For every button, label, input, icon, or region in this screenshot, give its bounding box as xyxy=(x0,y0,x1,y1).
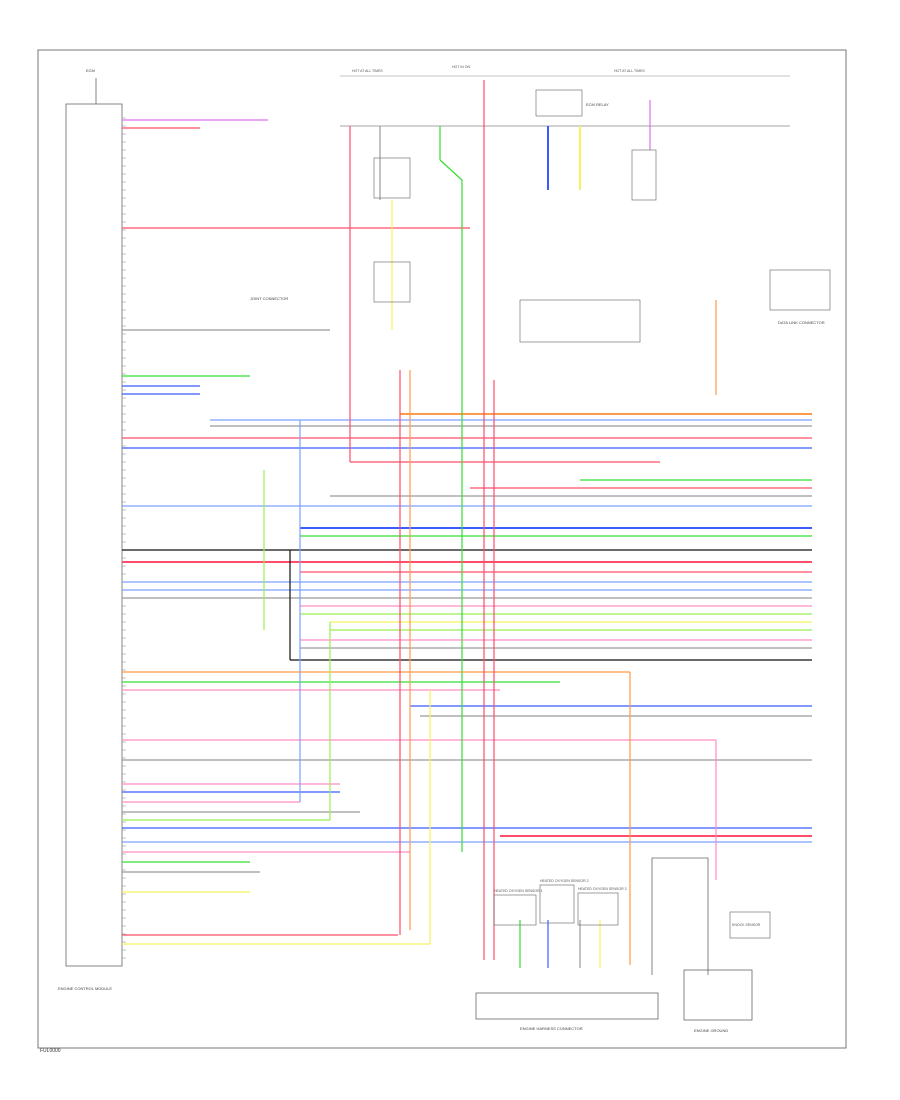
ecm-pin-ticks xyxy=(122,117,126,959)
bottom-right-label: ENGINE GROUND xyxy=(694,1028,728,1033)
top-label-3: HOT AT ALL TIMES xyxy=(614,69,645,73)
vertical-wires xyxy=(263,80,717,968)
ecm-label: ENGINE CONTROL MODULE xyxy=(58,986,112,991)
top-label-2: HOT IN ON xyxy=(452,65,470,69)
top-label-1: HOT AT ALL TIMES xyxy=(352,69,383,73)
relay-label: ECM RELAY xyxy=(586,102,609,107)
bottom-components: HEATED OXYGEN SENSOR 1 HEATED OXYGEN SEN… xyxy=(475,857,771,1033)
data-link-label: DATA LINK CONNECTOR xyxy=(778,320,825,325)
ecm-top-label: ECM xyxy=(86,68,95,73)
top-junction: HOT AT ALL TIMES HOT IN ON HOT AT ALL TI… xyxy=(340,65,790,127)
bottom-connector-label: ENGINE HARNESS CONNECTOR xyxy=(520,1026,583,1031)
knock-sensor-label: KNOCK SENSOR xyxy=(732,923,761,927)
bottom-box-1-label: HEATED OXYGEN SENSOR 1 xyxy=(494,889,543,893)
page-code: FUL0000 xyxy=(40,1048,61,1054)
joint-connector-label: JOINT CONNECTOR xyxy=(250,296,288,301)
top-components: ECM RELAY DATA LINK CONNECTOR JOINT CONN… xyxy=(250,89,831,343)
diagram-frame xyxy=(37,49,847,1049)
bottom-box-3-label: HEATED OXYGEN SENSOR 3 xyxy=(578,887,627,891)
horizontal-wires xyxy=(122,119,812,945)
engine-harness-connector xyxy=(475,992,659,1020)
ecm-block: ECM ENGINE CONTROL MODULE xyxy=(58,68,123,991)
engine-ground-box xyxy=(683,969,753,1021)
bottom-box-2-label: HEATED OXYGEN SENSOR 2 xyxy=(540,879,589,883)
